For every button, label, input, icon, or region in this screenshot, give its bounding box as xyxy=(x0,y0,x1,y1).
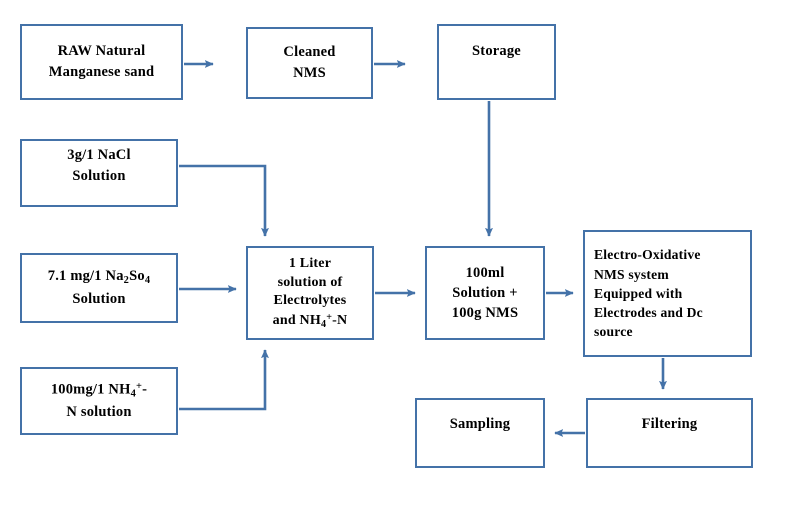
edge-nh4-to-1liter xyxy=(179,349,269,411)
node-label: Cleaned NMS xyxy=(283,43,336,81)
node-label: 100ml Solution + 100g NMS xyxy=(451,264,519,322)
node-100ml-solution-100g-nms[interactable]: 100ml Solution + 100g NMS xyxy=(425,246,545,340)
node-label: 100mg/1 NH4+-N solution xyxy=(50,381,148,420)
node-filtering[interactable]: Filtering xyxy=(586,398,753,468)
node-nacl-solution[interactable]: 3g/1 NaCl Solution xyxy=(20,139,178,207)
node-electro-oxidative-nms-system[interactable]: Electro-Oxidative NMS system Equipped wi… xyxy=(583,230,752,357)
node-label: Electro-Oxidative NMS system Equipped wi… xyxy=(594,247,703,340)
node-storage[interactable]: Storage xyxy=(437,24,556,100)
node-label: Storage xyxy=(472,43,521,60)
node-label: 3g/1 NaCl Solution xyxy=(67,146,131,184)
edge-nacl-to-1liter xyxy=(179,164,269,237)
node-label: RAW Natural Manganese sand xyxy=(48,42,155,80)
node-label: Sampling xyxy=(449,416,511,433)
node-raw-natural-manganese-sand[interactable]: RAW Natural Manganese sand xyxy=(20,24,183,100)
node-sampling[interactable]: Sampling xyxy=(415,398,545,468)
node-nh4-n-solution[interactable]: 100mg/1 NH4+-N solution xyxy=(20,367,178,435)
node-label: Filtering xyxy=(641,416,698,433)
node-cleaned-nms[interactable]: Cleaned NMS xyxy=(246,27,373,99)
